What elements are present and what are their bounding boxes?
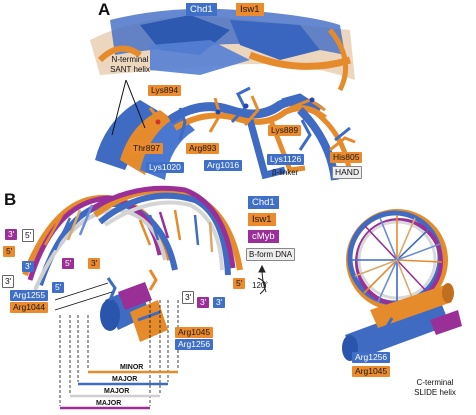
label-lys1126: Lys1126 <box>267 154 305 165</box>
panel-b-letter: B <box>4 190 17 209</box>
label-thr897: Thr897 <box>130 143 163 154</box>
end-label-5-orange-right: 5' <box>233 278 246 289</box>
slide-helix-annotation: C-terminal SLIDE helix <box>414 378 456 397</box>
end-label-3-purple-right: 3' <box>197 297 210 308</box>
legend-isw1: Isw1 <box>236 3 264 16</box>
groove-label-minor: MINOR <box>120 364 144 371</box>
label-arg1044: Arg1044 <box>10 302 49 313</box>
label-arg1016: Arg1016 <box>204 160 243 171</box>
label-lys1020: Lys1020 <box>146 162 184 173</box>
label-arg1256-right: Arg1256 <box>352 352 391 363</box>
label-his805: His805 <box>330 152 363 163</box>
panel-a-structure <box>90 8 356 181</box>
end-label-3-blue-left: 3' <box>22 261 35 272</box>
label-arg1255: Arg1255 <box>10 290 49 301</box>
groove-label-major-1: MAJOR <box>112 376 138 383</box>
groove-label-major-3: MAJOR <box>96 400 122 407</box>
end-label-5-blue-mid: 5' <box>52 282 65 293</box>
legend-b-isw1: Isw1 <box>248 213 276 226</box>
label-arg1045: Arg1045 <box>175 327 214 338</box>
end-label-3-purple-left: 3' <box>5 229 18 240</box>
legend-b-chd1: Chd1 <box>248 196 279 209</box>
label-lys894: Lys894 <box>148 85 182 96</box>
label-arg1045-right: Arg1045 <box>352 366 391 377</box>
end-label-5-orange-left: 5' <box>3 246 16 257</box>
rotation-arrow <box>257 264 267 295</box>
end-label-3-blue-right: 3' <box>213 297 226 308</box>
end-label-3-white-right: 3' <box>182 291 195 304</box>
sant-helix-annotation: N-terminal SANT helix <box>110 55 150 74</box>
rotation-label: 120˚ <box>252 281 269 290</box>
end-label-3-orange-mid: 3' <box>88 258 101 269</box>
label-arg893: Arg893 <box>186 143 220 154</box>
end-label-5-purple-mid: 5' <box>62 258 75 269</box>
panel-b-dna-right <box>342 209 462 361</box>
groove-label-major-2: MAJOR <box>104 388 130 395</box>
label-lys889: Lys889 <box>268 125 302 136</box>
legend-b-bform-dna: B-form DNA <box>246 248 296 261</box>
legend-b-cmyb: cMyb <box>248 230 279 243</box>
label-arg1256: Arg1256 <box>175 339 214 350</box>
end-label-3-white-left: 3' <box>2 275 15 288</box>
end-label-5-white-left: 5' <box>22 229 35 242</box>
panel-b-dna-left <box>22 185 243 410</box>
legend-chd1: Chd1 <box>186 3 217 16</box>
panel-a-letter: A <box>98 0 111 19</box>
label-beta-linker: β-linker <box>272 168 299 177</box>
label-hand: HAND <box>332 166 363 179</box>
